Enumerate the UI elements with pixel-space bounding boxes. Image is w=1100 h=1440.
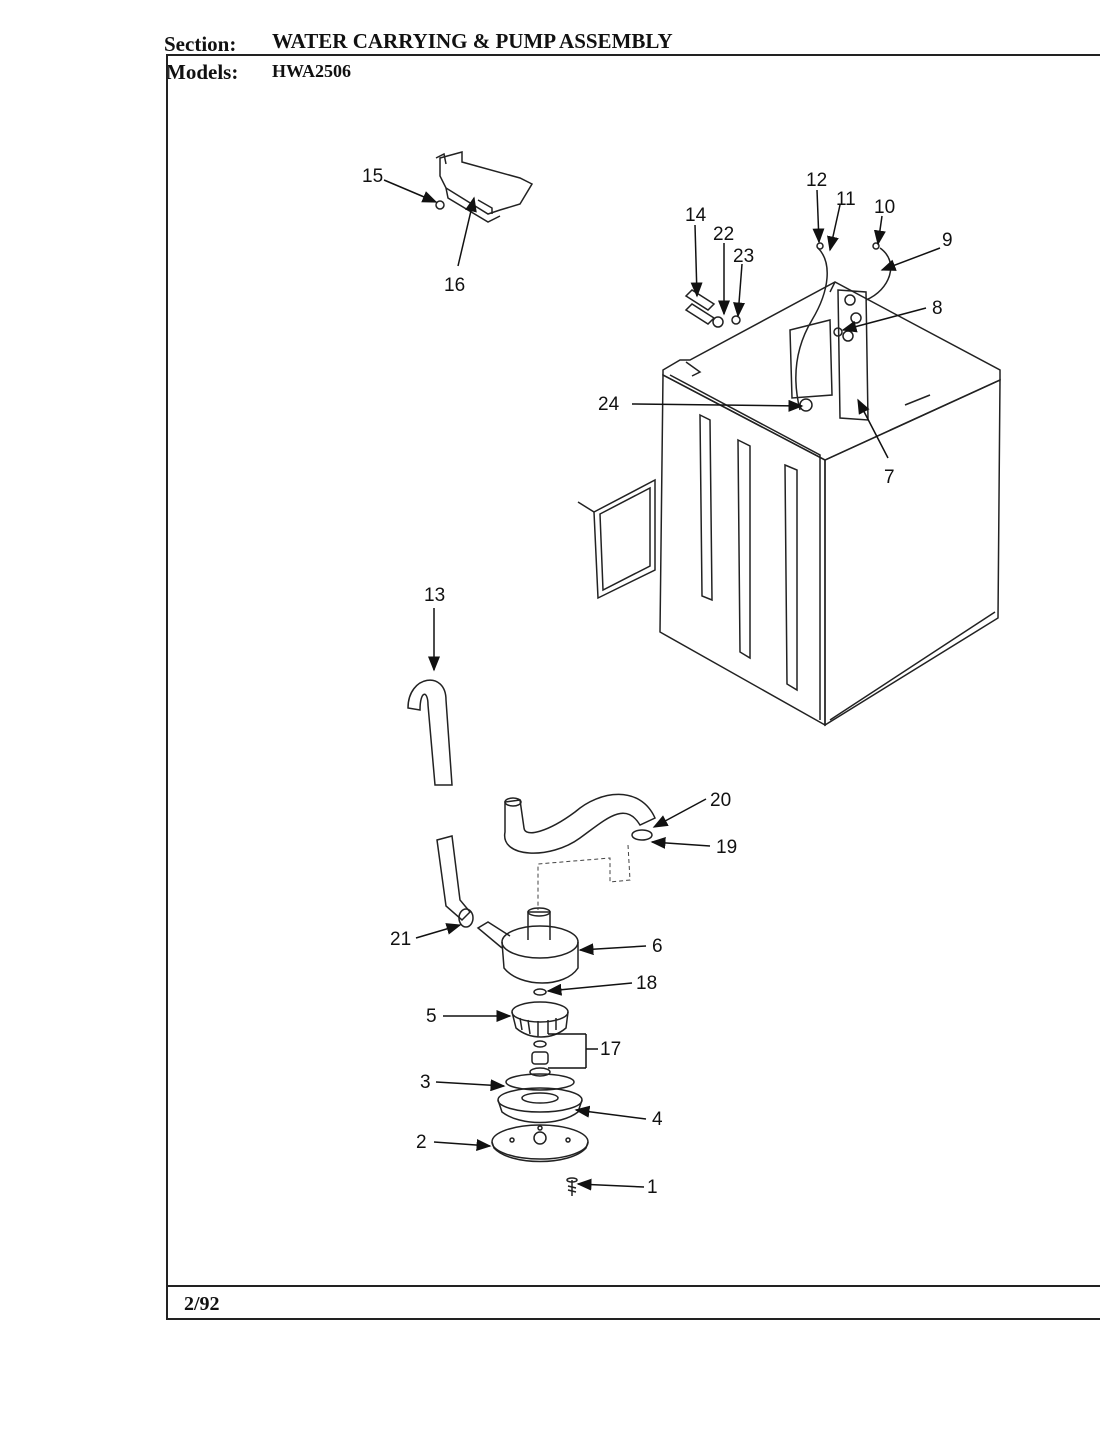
- revision-date: 2/92: [184, 1293, 220, 1315]
- callout-12: 12: [806, 170, 827, 191]
- callout-19: 19: [716, 837, 737, 858]
- seal-ring: [533, 988, 547, 996]
- callout-10: 10: [874, 197, 895, 218]
- models-value: HWA2506: [272, 61, 352, 81]
- callout-2: 2: [416, 1132, 427, 1153]
- callout-labels: 15 16 14 22 23 12 11 10 9 8 7 24 13 20 1…: [362, 166, 953, 1198]
- callout-23: 23: [733, 246, 754, 267]
- callout-17: 17: [600, 1039, 621, 1060]
- callout-11: 11: [836, 189, 856, 210]
- footer-rule: [166, 1285, 1100, 1287]
- callout-7: 7: [884, 467, 895, 488]
- callout-22: 22: [713, 224, 734, 245]
- inlet-fittings: [684, 242, 880, 328]
- callout-9: 9: [942, 230, 953, 251]
- callout-24: 24: [598, 394, 620, 415]
- callout-18: 18: [636, 973, 657, 994]
- callout-8: 8: [932, 298, 943, 319]
- washer-cabinet: [577, 247, 1001, 727]
- callout-13: 13: [424, 585, 445, 606]
- callout-leaders: [383, 179, 941, 1191]
- pump-housing: [497, 1073, 583, 1124]
- callout-5: 5: [426, 1006, 437, 1027]
- assembly-guide-lines: [537, 844, 631, 910]
- seal-kit: [529, 1040, 551, 1077]
- impeller: [511, 1001, 569, 1038]
- callout-16: 16: [444, 275, 465, 296]
- base-plate: [491, 1124, 589, 1163]
- mounting-screw: [566, 1177, 578, 1196]
- drain-hose: [407, 679, 453, 786]
- mounting-bracket: [435, 151, 534, 223]
- callout-6: 6: [652, 936, 663, 957]
- callout-15: 15: [362, 166, 383, 187]
- lower-hose: [436, 835, 474, 928]
- section-label: Section:: [164, 32, 237, 56]
- pump-inlet-hose: [504, 793, 656, 854]
- callout-1: 1: [647, 1177, 658, 1198]
- diagram-frame: [166, 54, 1100, 1320]
- callout-14: 14: [685, 205, 707, 226]
- callout-3: 3: [420, 1072, 431, 1093]
- callout-21: 21: [390, 929, 411, 950]
- pump-body: [476, 907, 579, 984]
- section-title: WATER CARRYING & PUMP ASSEMBLY: [272, 29, 673, 53]
- callout-4: 4: [652, 1109, 663, 1130]
- models-label: Models:: [166, 60, 239, 84]
- callout-20: 20: [710, 790, 731, 811]
